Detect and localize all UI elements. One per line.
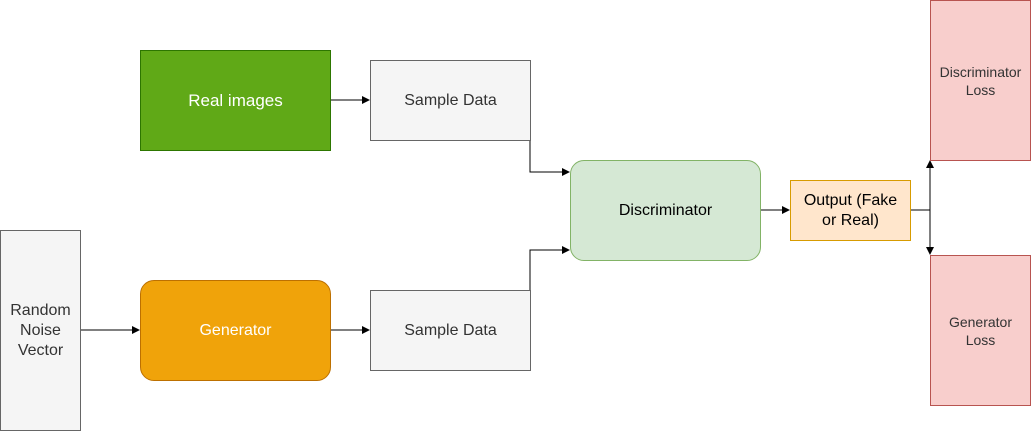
discriminator-node[interactable]: Discriminator	[570, 160, 761, 261]
sample-data-bottom-label: Sample Data	[404, 321, 497, 339]
edge-output-to-discriminator-loss	[911, 160, 934, 211]
output-node[interactable]: Output (Fake or Real)	[790, 180, 911, 241]
sample-data-bottom-node[interactable]: Sample Data	[370, 290, 531, 371]
real-images-label: Real images	[188, 90, 283, 110]
discriminator-label: Discriminator	[618, 201, 713, 219]
discriminator-loss-node[interactable]: Discriminator Loss	[930, 0, 1031, 161]
random-noise-vector-label: Random Noise Vector	[10, 301, 71, 359]
sample-data-top-label: Sample Data	[404, 91, 497, 109]
discriminator-loss-label: Discriminator Loss	[939, 63, 1022, 98]
random-noise-vector-node[interactable]: Random Noise Vector	[0, 230, 81, 431]
generator-loss-label: Generator Loss	[948, 313, 1013, 348]
edge-sample-top-to-discriminator	[529, 141, 570, 176]
real-images-node[interactable]: Real images	[140, 50, 331, 151]
sample-data-top-node[interactable]: Sample Data	[370, 60, 531, 141]
generator-loss-node[interactable]: Generator Loss	[930, 255, 1031, 406]
generator-node[interactable]: Generator	[140, 280, 331, 381]
output-label: Output (Fake or Real)	[803, 191, 898, 229]
generator-label: Generator	[199, 321, 272, 339]
edge-sample-bottom-to-discriminator	[529, 246, 570, 290]
